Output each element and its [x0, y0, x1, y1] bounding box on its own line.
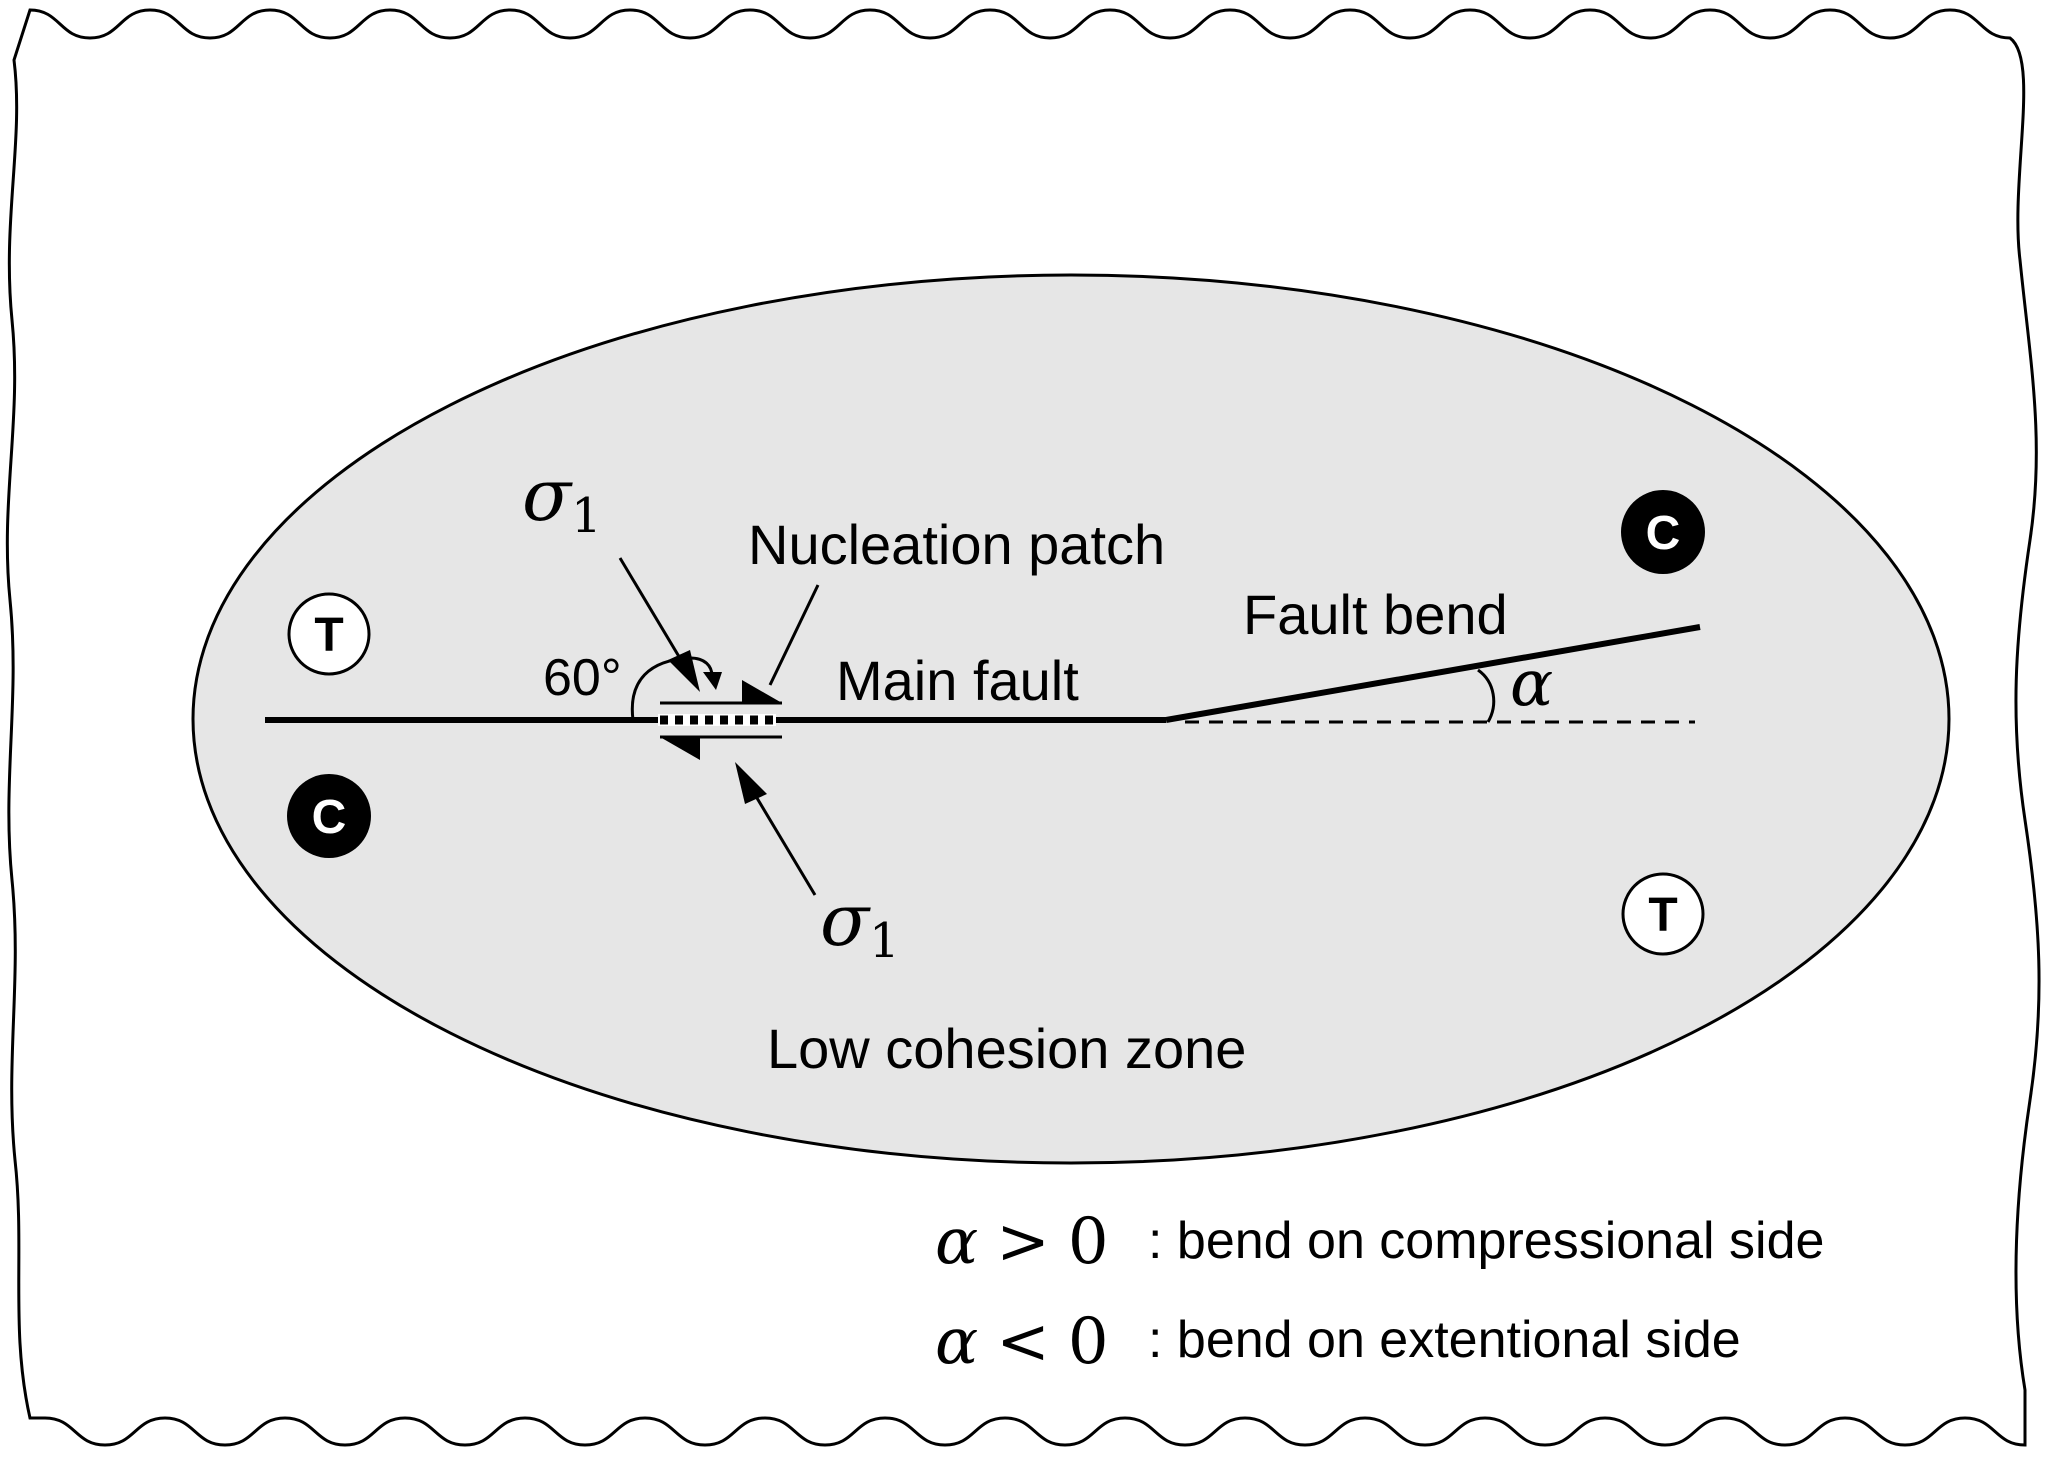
tension-badge-right-text: T [1648, 889, 1677, 942]
tension-badge-left: T [287, 592, 371, 676]
sigma-subscript-top: 1 [571, 488, 602, 544]
alpha-label: α [1510, 647, 1553, 721]
nucleation-patch-pointer [768, 584, 820, 686]
nucleation-patch-label: Nucleation patch [748, 513, 1165, 576]
sigma-subscript-bottom: 1 [869, 913, 900, 969]
legend-row-2-rhs: 0 [1068, 1305, 1109, 1379]
sigma1-label-bottom: σ1 [820, 878, 900, 969]
legend-row-1: α>0 [935, 1205, 1109, 1279]
compression-badge-left: C [287, 774, 371, 858]
slip-arrowhead-bottom [660, 737, 700, 760]
slip-arrowhead-top [742, 680, 782, 703]
legend-row-2-symbol: α [935, 1305, 978, 1379]
sigma1-arrowhead-bottom [735, 762, 767, 804]
legend-row-1-text: : bend on compressional side [1148, 1212, 1824, 1270]
compression-badge-right-text: C [1646, 507, 1681, 560]
legend: α>0 : bend on compressional side α<0 : b… [935, 1205, 1824, 1379]
legend-row-1-relation: > [996, 1205, 1050, 1279]
tension-badge-right: T [1621, 872, 1705, 956]
fault-bend-line [1165, 624, 1701, 723]
alpha-arc [1477, 668, 1496, 723]
angle-60-arrowhead [703, 672, 722, 690]
legend-row-2: α<0 [935, 1305, 1109, 1379]
compression-badge-right: C [1621, 490, 1705, 574]
sigma1-label-top: σ1 [522, 453, 602, 544]
legend-row-2-text: : bend on extentional side [1148, 1311, 1741, 1369]
compression-badge-left-text: C [312, 791, 347, 844]
legend-row-2-relation: < [996, 1305, 1050, 1379]
nucleation-patch-marker [658, 714, 776, 726]
sigma-symbol-top: σ [522, 453, 573, 537]
low-cohesion-zone-label: Low cohesion zone [767, 1017, 1246, 1080]
tension-badge-left-text: T [314, 609, 343, 662]
legend-row-1-symbol: α [935, 1205, 978, 1279]
fault-bend-label: Fault bend [1243, 583, 1508, 646]
angle-60-arc [630, 656, 714, 721]
legend-row-1-rhs: 0 [1068, 1205, 1109, 1279]
sigma-symbol-bottom: σ [820, 878, 871, 962]
main-fault-label: Main fault [836, 649, 1079, 712]
angle-60-label: 60° [543, 649, 622, 707]
